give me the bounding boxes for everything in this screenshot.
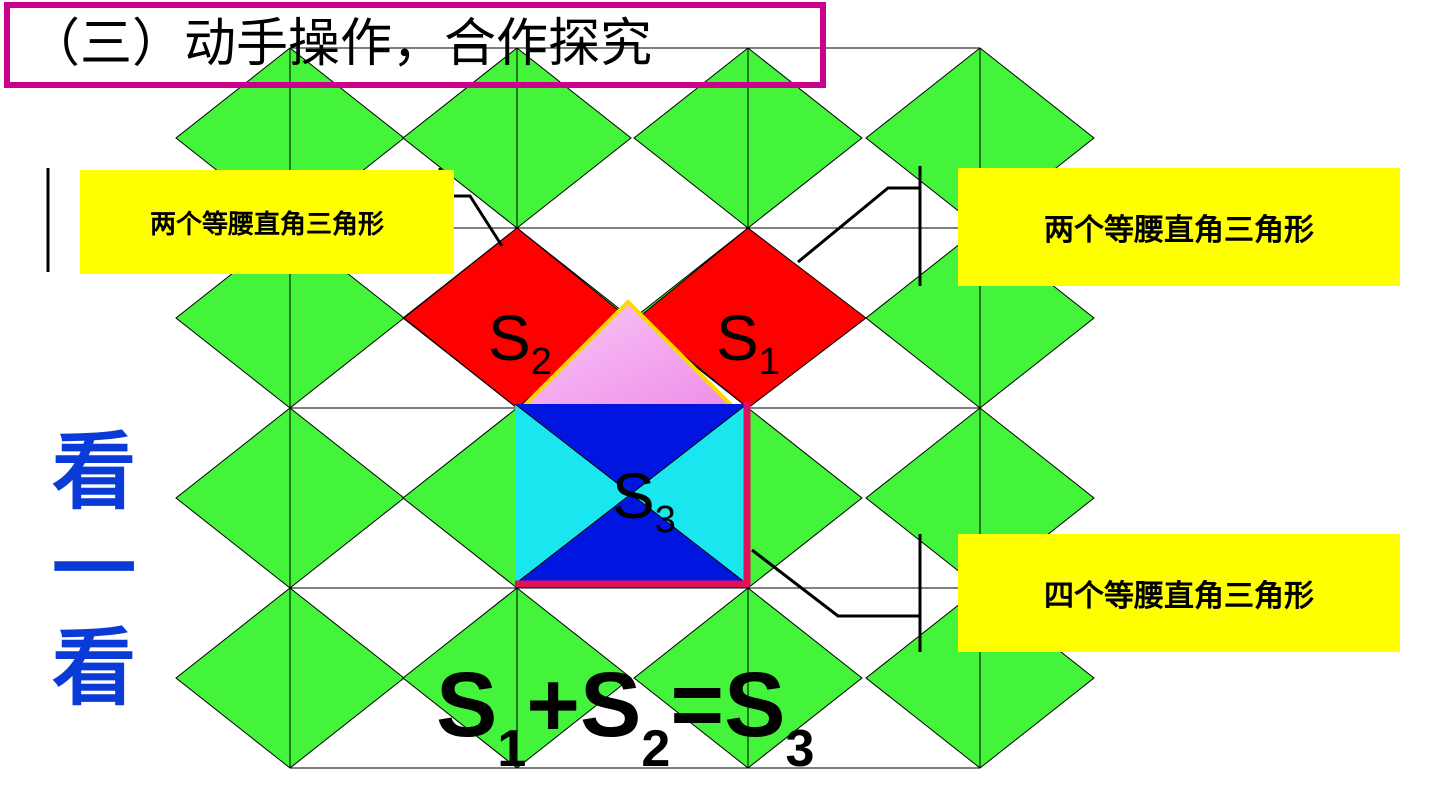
square-s3-top-triangle <box>515 404 747 494</box>
area-s3-label: S3 <box>612 460 676 541</box>
equation-letter: S <box>724 654 786 756</box>
equation-operator: + <box>526 654 581 756</box>
callout-line-bottom-right <box>751 548 920 618</box>
equation-letter: S <box>436 654 498 756</box>
label-four-triangles: 四个等腰直角三角形 <box>958 534 1400 652</box>
square-s3-left-triangle <box>515 404 631 584</box>
label-two-triangles-left: 两个等腰直角三角形 <box>80 170 454 274</box>
square-s3-bottom-triangle <box>515 494 747 584</box>
callout-line-top-right <box>797 186 920 264</box>
square-s3-right-triangle <box>631 404 747 584</box>
equation-letter: S <box>580 654 642 756</box>
side-text-char: 一 <box>51 521 136 619</box>
label-two-triangles-right: 两个等腰直角三角形 <box>958 168 1400 286</box>
pythagorean-equation: S1+S2=S3 <box>436 650 814 778</box>
side-text-char: 看 <box>51 423 136 521</box>
area-s2-label: S2 <box>488 302 552 383</box>
equation-subscript: 2 <box>641 720 671 778</box>
side-text-char: 看 <box>51 619 136 717</box>
area-s1-label: S1 <box>716 302 780 383</box>
equation-subscript: 1 <box>497 720 527 778</box>
section-title: （三）动手操作，合作探究 <box>4 2 826 88</box>
equation-operator: = <box>670 654 725 756</box>
equation-subscript: 3 <box>785 720 815 778</box>
square-s3-diagonal <box>514 403 748 585</box>
